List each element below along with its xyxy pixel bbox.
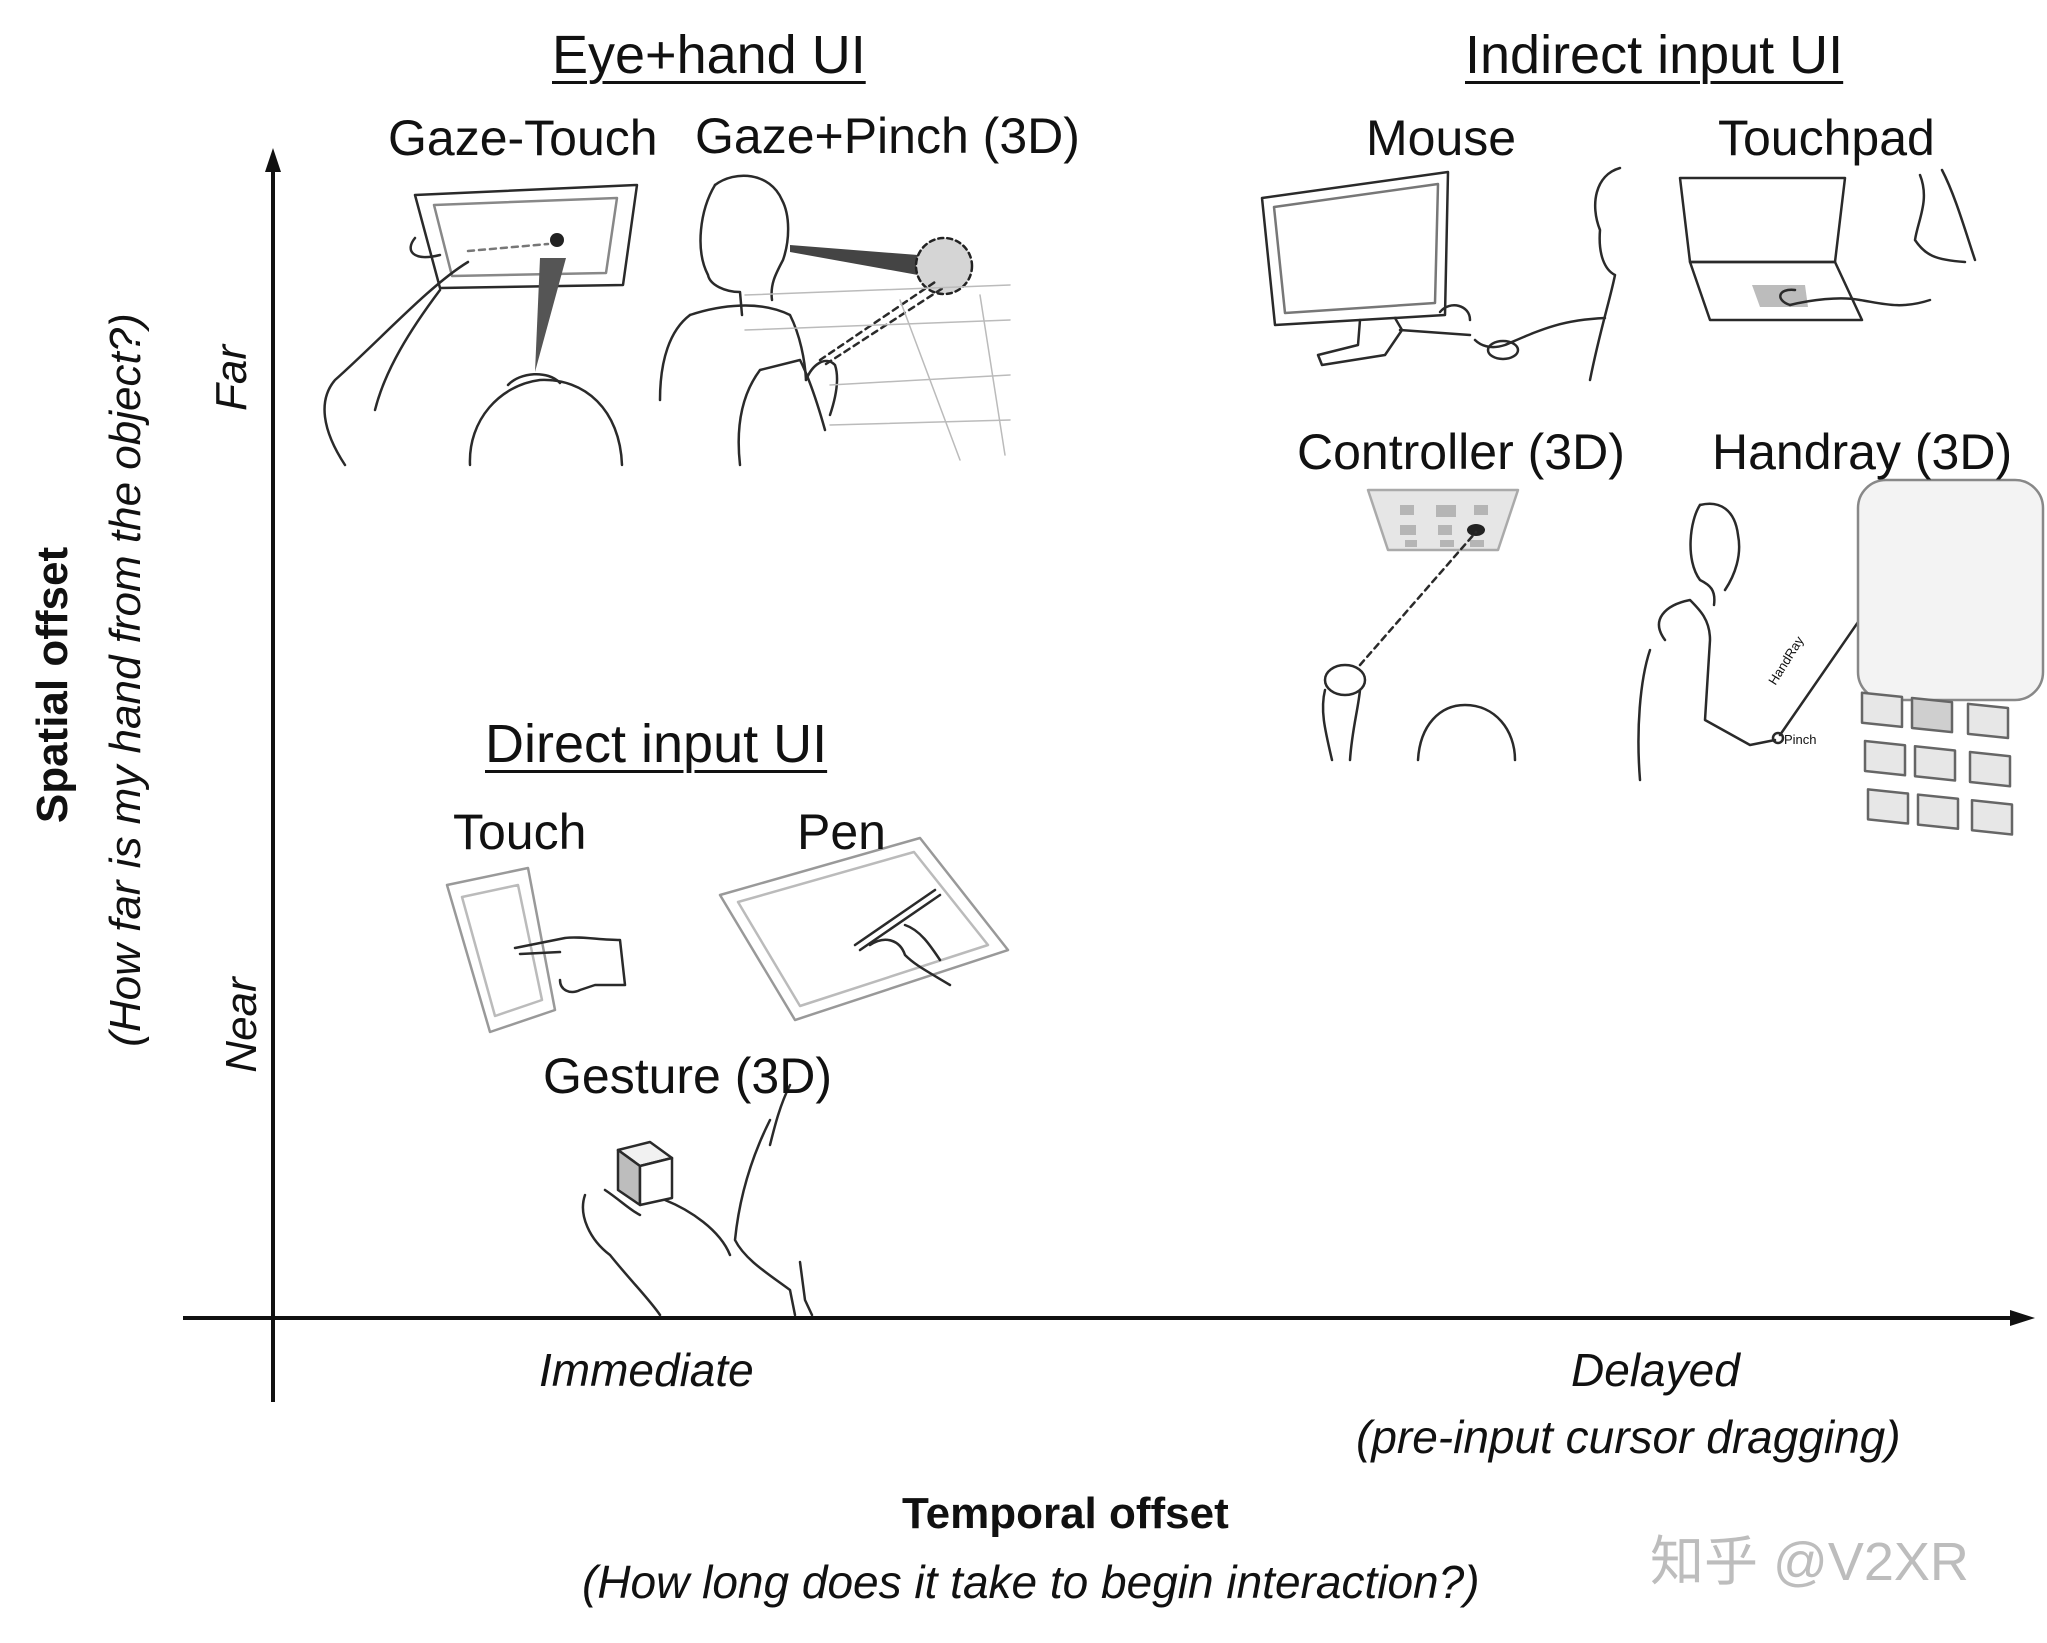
label-gaze-pinch: Gaze+Pinch (3D) xyxy=(695,108,1080,164)
x-axis-subtitle: (How long does it take to begin interact… xyxy=(582,1556,1480,1608)
label-controller: Controller (3D) xyxy=(1297,424,1625,480)
y-axis-title: Spatial offset xyxy=(28,546,77,824)
handray-illustration xyxy=(1637,478,2045,836)
handray-pinch-label: Pinch xyxy=(1784,732,1817,747)
x-axis-immediate: Immediate xyxy=(539,1344,754,1396)
label-handray: Handray (3D) xyxy=(1712,424,2013,480)
group-header-indirect: Indirect input UI xyxy=(1465,25,1844,85)
x-axis-delayed: Delayed xyxy=(1571,1344,1740,1396)
label-mouse: Mouse xyxy=(1366,110,1517,166)
touch-illustration xyxy=(445,866,627,1034)
y-axis-subtitle: (How far is my hand from the object?) xyxy=(101,313,150,1047)
group-header-direct: Direct input UI xyxy=(485,714,828,774)
gesture-illustration xyxy=(581,1083,814,1317)
y-axis-arrowhead xyxy=(265,148,281,172)
group-header-eye-hand: Eye+hand UI xyxy=(552,25,866,85)
x-axis-arrowhead xyxy=(2010,1310,2035,1326)
touchpad-illustration xyxy=(1678,168,1977,322)
gaze-touch-illustration xyxy=(323,183,639,467)
y-axis-far: Far xyxy=(207,345,256,411)
controller-illustration xyxy=(1321,488,1520,762)
mouse-illustration xyxy=(1260,166,1622,382)
gaze-pinch-illustration xyxy=(658,174,1011,467)
label-touch: Touch xyxy=(453,804,587,860)
label-pen: Pen xyxy=(797,804,886,860)
label-touchpad: Touchpad xyxy=(1718,110,1935,166)
label-gaze-touch: Gaze-Touch xyxy=(388,110,658,166)
watermark: 知乎 @V2XR xyxy=(1650,1532,1969,1592)
y-axis-near: Near xyxy=(217,977,266,1073)
x-axis-title: Temporal offset xyxy=(902,1489,1229,1538)
x-axis-delayed-note: (pre-input cursor dragging) xyxy=(1356,1411,1901,1463)
pen-illustration xyxy=(718,836,1010,1022)
label-gesture: Gesture (3D) xyxy=(543,1048,832,1104)
